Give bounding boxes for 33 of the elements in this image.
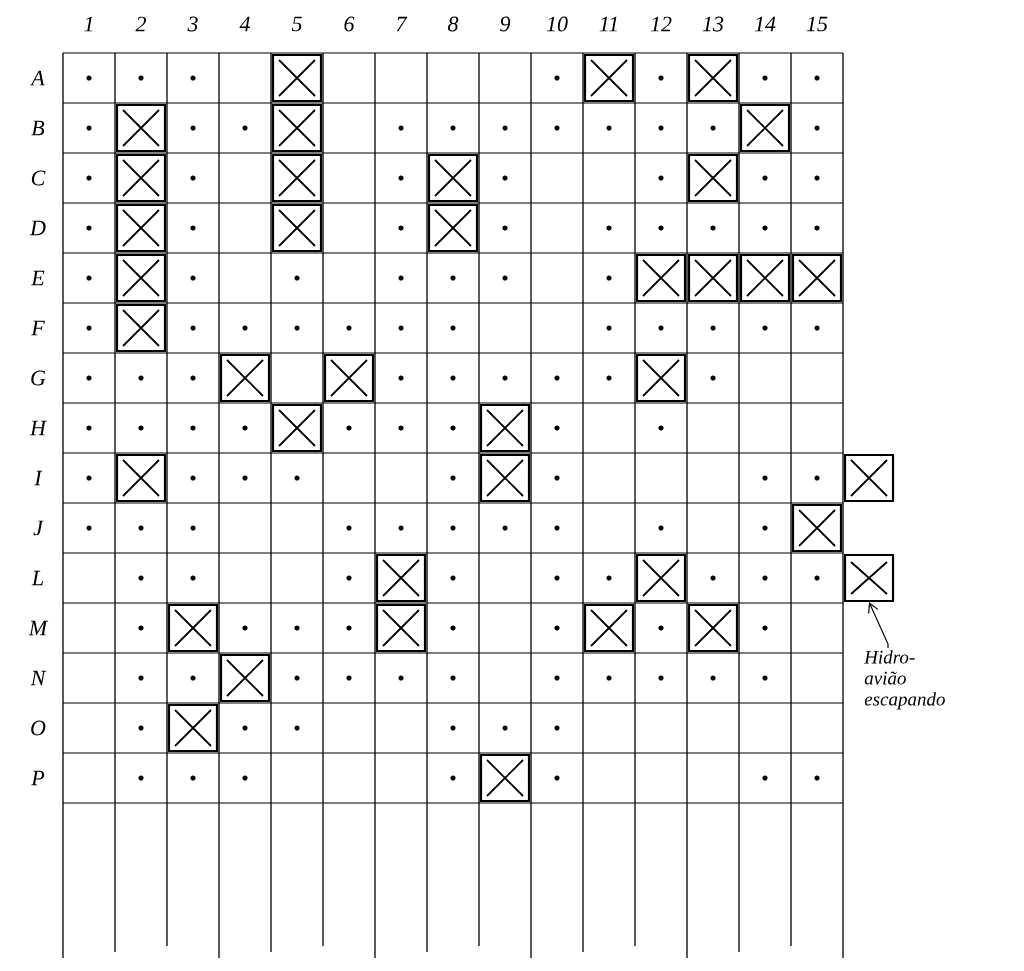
grid-label: 15	[806, 16, 828, 32]
arrow	[868, 602, 889, 649]
grid-label: J	[33, 520, 44, 536]
grid-label: D	[29, 220, 46, 236]
grid-label: 9	[500, 16, 511, 32]
grid-label: 5	[291, 16, 302, 32]
grid-label: O	[31, 720, 46, 736]
grid-label: C	[31, 170, 46, 186]
grid-label: 6	[344, 16, 355, 32]
grid-label: M	[28, 620, 49, 636]
grid-label: 1	[84, 16, 93, 32]
grid-label: 11	[599, 16, 617, 32]
grid-label: L	[31, 570, 44, 586]
grid-label: H	[29, 420, 47, 436]
grid-label: G	[31, 370, 46, 386]
grid-label: F	[31, 320, 45, 336]
note-text: Hidro- avião escapando	[864, 650, 945, 710]
grid-label: B	[31, 120, 45, 136]
grid-label: P	[31, 770, 45, 786]
grid-label: 2	[135, 16, 147, 32]
grid-label: I	[34, 470, 43, 486]
grid-label: 4	[239, 16, 250, 32]
grid-label: N	[30, 670, 47, 686]
grid-label: 13	[702, 16, 724, 32]
crossed-cell	[843, 553, 895, 603]
grid-label: E	[31, 270, 45, 286]
grid-label: 14	[754, 16, 776, 32]
grid-label: 7	[396, 16, 408, 32]
grid-label: 3	[187, 16, 198, 32]
grid-label: A	[30, 70, 45, 86]
grid-label: 10	[546, 16, 568, 32]
grid-label: 8	[447, 16, 459, 32]
grid-label: 12	[650, 16, 672, 32]
